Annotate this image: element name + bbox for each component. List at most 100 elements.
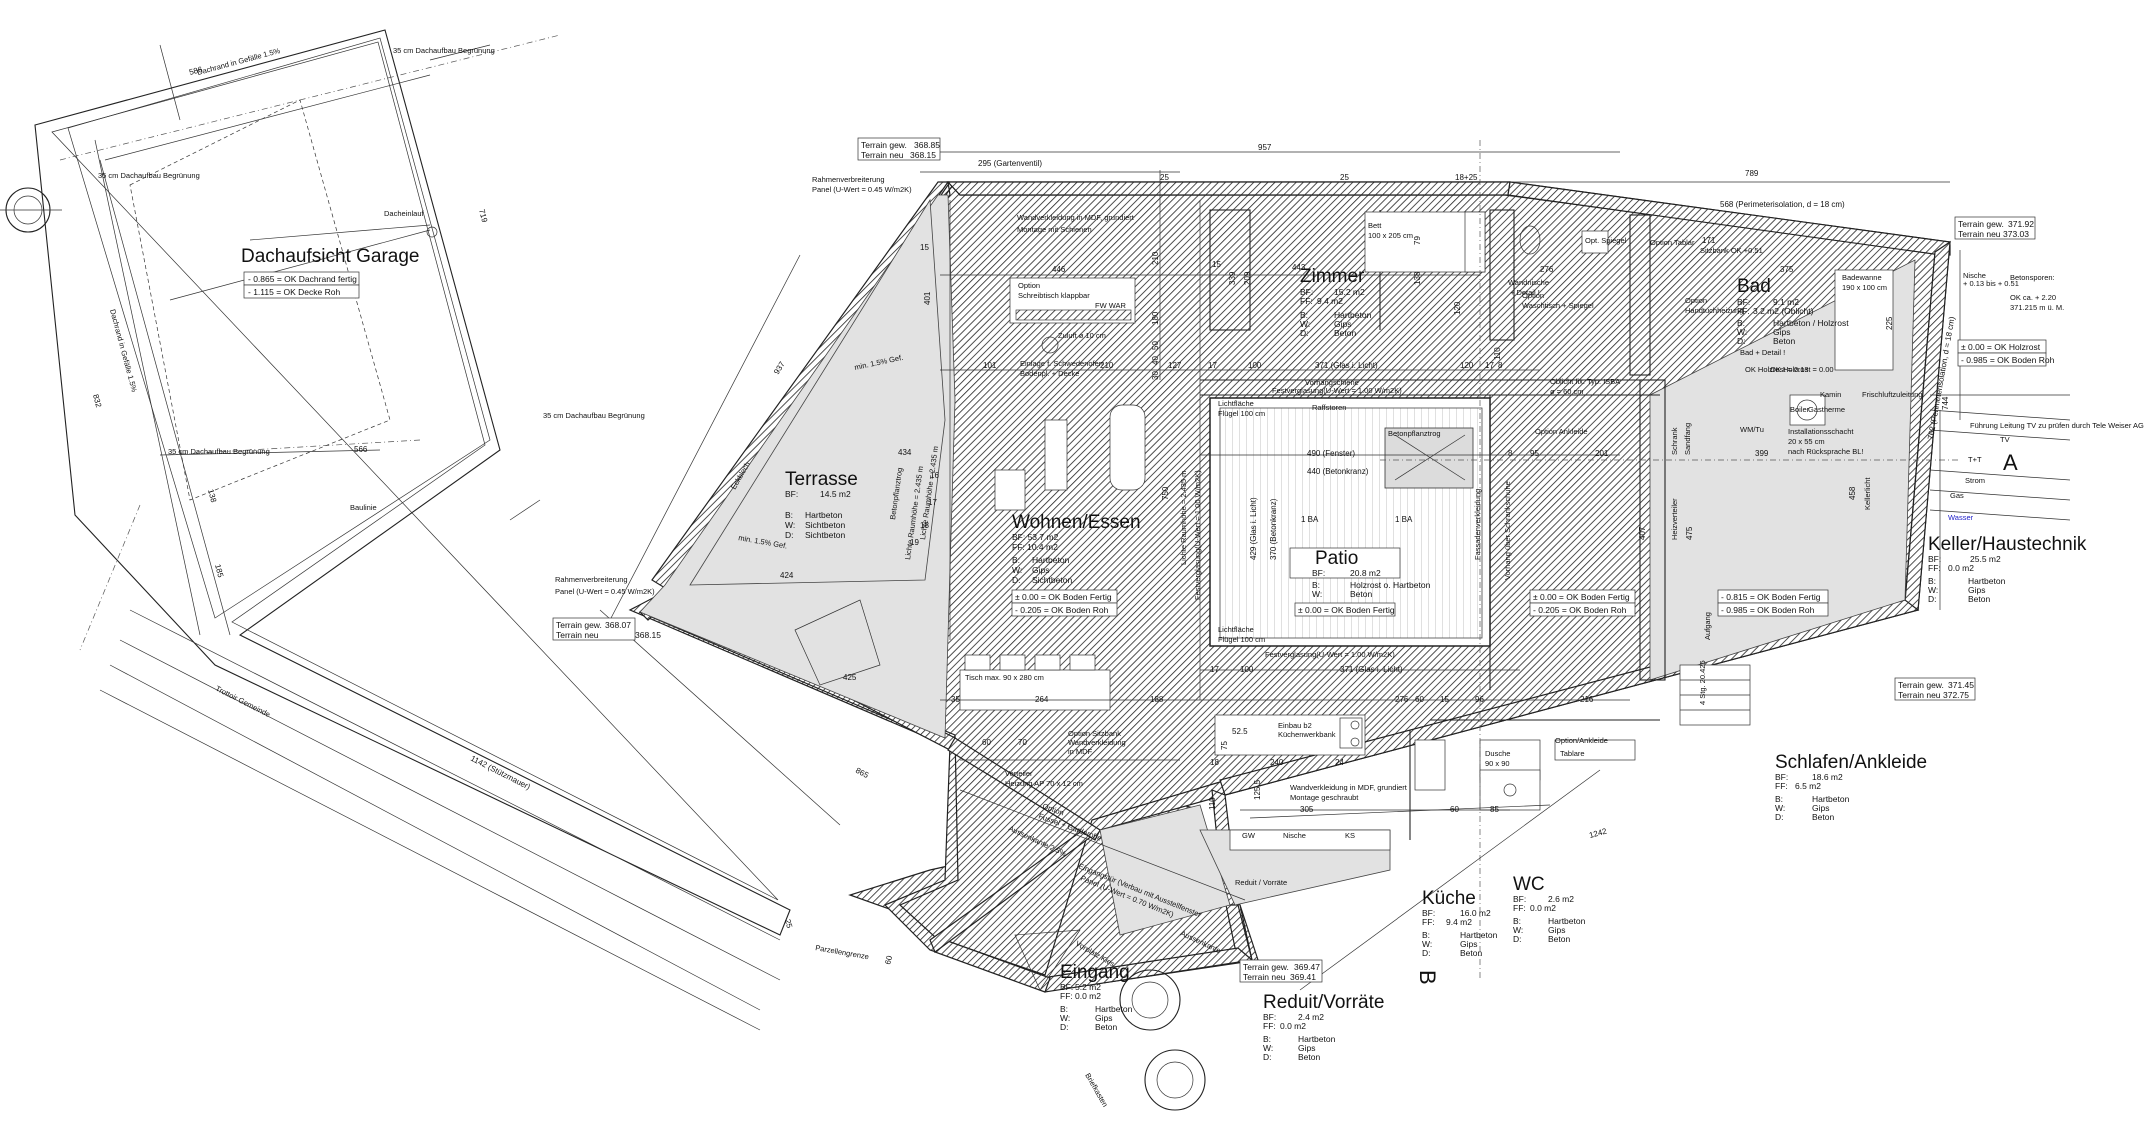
keller-w-label: W:: [1928, 585, 1938, 595]
dim-v937: 937: [772, 360, 787, 377]
dim-371b: 371 (Glas i. Licht): [1340, 665, 1403, 674]
reduit-w-value: Gips: [1298, 1043, 1315, 1053]
dim-276: 276: [1540, 265, 1554, 274]
eingang-title: Eingang: [1060, 962, 1130, 983]
keller-b-label: B:: [1928, 576, 1936, 586]
note-handtuch: Option: [1685, 296, 1707, 305]
terrain5-gew-label: Terrain gew.: [1243, 962, 1289, 972]
note-wandnische: Wandnische: [1508, 278, 1549, 287]
stove-icon: [1041, 336, 1059, 354]
dim-446: 446: [1052, 265, 1066, 274]
section-b-marker: B: [1415, 970, 1440, 985]
note-install-3: nach Rücksprache BL!: [1788, 447, 1863, 456]
kueche-bf-value: 16.0 m2: [1460, 908, 1491, 918]
note-option-desk-2: Schreibtisch klappbar: [1018, 291, 1090, 300]
tree-icon-1: [1119, 969, 1181, 1031]
wohnen-d-value: Sichtbeton: [1032, 575, 1072, 585]
bad-b-label: B:: [1737, 318, 1745, 328]
dim-120: 120: [1460, 361, 1474, 370]
dim-v458: 458: [1848, 486, 1857, 500]
note-boiler: Boiler: [1790, 405, 1810, 414]
terrain1-gew-label: Terrain gew.: [861, 140, 907, 150]
patio-b-label: B:: [1312, 580, 1320, 590]
note-nische-value: + 0.13 bis + 0.51: [1963, 279, 2019, 288]
dim-568: 568 (Perimeterisolation, d = 18 cm): [1720, 200, 1845, 209]
dim-60a: 60: [1415, 695, 1424, 704]
dim-24: 24: [1335, 758, 1344, 767]
kueche-w-label: W:: [1422, 939, 1432, 949]
schlafen-bf-label: BF:: [1775, 772, 1788, 782]
kueche-w-value: Gips: [1460, 939, 1477, 949]
kueche-title: Küche: [1422, 888, 1476, 909]
note-montage-2: Montage geschraubt: [1290, 793, 1359, 802]
bad-ff-value: 3.2 m2 (Oblicht): [1753, 306, 1814, 316]
terrain3-gew-label: Terrain gew.: [556, 620, 602, 630]
dim-v75: 75: [1220, 741, 1229, 750]
wc-ff-value: 0.0 m2: [1530, 903, 1556, 913]
dim-v370: 370 (Betonkranz): [1269, 498, 1278, 560]
terrain-box-2: Terrain gew. 371.92 Terrain neu 373.03: [1954, 216, 2036, 240]
note-rahmen-2: Rahmenverbreiterung: [555, 575, 628, 584]
wc-w-value: Gips: [1548, 925, 1565, 935]
note-gastherme: Gastherme: [1808, 405, 1845, 414]
wardrobe-shelf: [1554, 739, 1636, 761]
schlafen-b-label: B:: [1775, 794, 1783, 804]
terrain5-gew-value: 369.47: [1294, 962, 1320, 972]
keller-ff-label: FF:: [1928, 563, 1941, 573]
note-planter: Betonpflanztrog: [1388, 429, 1441, 438]
dim-100b: 100: [1240, 665, 1254, 674]
dim-v40: 40: [1151, 356, 1160, 365]
dim-371a: 371 (Glas i. Licht): [1315, 361, 1378, 370]
note-montage: Montage mit Schienen: [1017, 225, 1092, 234]
note-holzrost-1: OK Holzrost = 0.13: [1745, 365, 1809, 374]
dim-v407: 407: [1638, 526, 1647, 540]
dim-201: 201: [1595, 449, 1609, 458]
note-kamin: Kamin: [1820, 390, 1841, 399]
note-oblicht-2: ø = 60 cm: [1550, 387, 1584, 396]
note-ankleide: Option/Ankleide: [1555, 736, 1608, 745]
note-wandverk-2: Wandverkleidung in MDF, grundiert: [1290, 783, 1408, 792]
dim-264: 264: [1035, 695, 1049, 704]
schlafen-bf-value: 18.6 m2: [1812, 772, 1843, 782]
garage-dim-719: 719: [477, 208, 489, 224]
wohnen-b-label: B:: [1012, 555, 1020, 565]
wohnen-ff: FF: 10.4 m2: [1012, 542, 1058, 552]
schlafen-level-1: ± 0.00 = OK Boden Fertig: [1533, 592, 1630, 602]
dim-17d: 17: [928, 498, 937, 507]
note-bed-size: 100 x 205 cm: [1368, 231, 1413, 240]
note-table: Tisch max. 90 x 280 cm: [965, 673, 1044, 682]
note-sitzbank-2: Wandverkleidung: [1068, 738, 1126, 747]
dim-v209: 209: [1243, 271, 1252, 285]
patio-w-label: W:: [1312, 589, 1322, 599]
eingang-d-value: Beton: [1095, 1022, 1117, 1032]
note-sitzbank: Option Sitzbank: [1068, 729, 1121, 738]
note-sitzbank-3: in MDF: [1068, 747, 1093, 756]
note-verteiler: Verteiler: [1005, 769, 1033, 778]
terrain4-neu-label: Terrain neu: [1898, 690, 1941, 700]
dim-v225: 225: [1885, 316, 1894, 330]
note-festverglasung-left: Festverglasung(U-Wert = 1.00 W/m2K): [1193, 470, 1202, 600]
dim-865: 865: [854, 766, 870, 780]
dim-957: 957: [1258, 143, 1272, 152]
dim-v138: 138: [1413, 271, 1422, 285]
schlafen-d-label: D:: [1775, 812, 1784, 822]
patio-level: ± 0.00 = OK Boden Fertig: [1298, 605, 1395, 615]
kueche-bf-label: BF:: [1422, 908, 1435, 918]
eingang-w-value: Gips: [1095, 1013, 1112, 1023]
garage-level-2: - 1.115 = OK Decke Roh: [248, 287, 340, 297]
dim-100a: 100: [1248, 361, 1262, 370]
garage-drain-label: Dacheinlauf: [384, 209, 425, 218]
dim-17b: 17: [1485, 361, 1494, 370]
bad-b-value: Hartbeton / Holzrost: [1773, 318, 1849, 328]
eingang-d-label: D:: [1060, 1022, 1069, 1032]
reduit-w-label: W:: [1263, 1043, 1273, 1053]
label-1ba-b: 1 BA: [1395, 515, 1413, 524]
note-fw-war: FW WAR: [1095, 301, 1127, 310]
zimmer-b-label: B:: [1300, 310, 1308, 320]
garage-dim-185: 185: [213, 563, 225, 579]
zimmer-d-label: D:: [1300, 328, 1309, 338]
note-tv: TV: [2000, 435, 2010, 444]
note-briefkasten: Briefkasten: [1083, 1072, 1110, 1109]
reduit-ff-value: 0.0 m2: [1280, 1021, 1306, 1031]
terrain2-neu-label: Terrain neu: [1958, 229, 2001, 239]
